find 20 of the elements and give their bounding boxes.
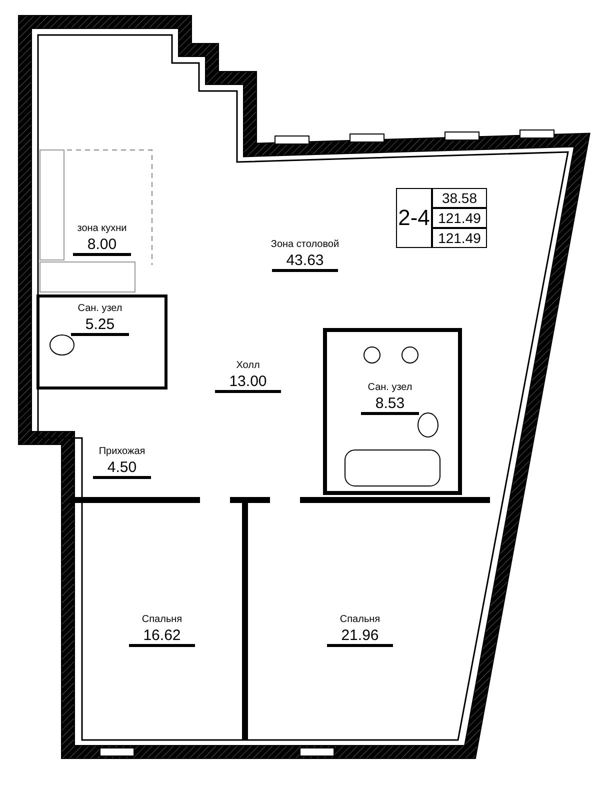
room-name: зона кухни: [77, 223, 127, 234]
room-area: 8.00: [73, 237, 131, 256]
room-name: Спальня: [142, 614, 182, 625]
room-area: 43.63: [272, 253, 338, 272]
room-area: 13.00: [215, 374, 281, 393]
room-name: Прихожая: [98, 446, 146, 457]
room-area: 5.25: [71, 317, 129, 336]
room-name: Сан. узел: [78, 303, 122, 314]
apartment-number: 2-4: [396, 188, 432, 248]
room-area: 8.53: [361, 396, 419, 415]
room-name: Сан. узел: [368, 382, 412, 393]
room-area: 4.50: [93, 460, 151, 479]
area-value-cell: 121.49: [432, 208, 487, 228]
room-name: Зона столовой: [270, 239, 340, 250]
area-value-cell: 121.49: [432, 228, 487, 248]
area-value-cell: 38.58: [432, 188, 487, 208]
room-area: 16.62: [129, 628, 195, 647]
room-area: 21.96: [327, 628, 393, 647]
room-name: Холл: [236, 360, 260, 371]
room-name: Спальня: [340, 614, 380, 625]
